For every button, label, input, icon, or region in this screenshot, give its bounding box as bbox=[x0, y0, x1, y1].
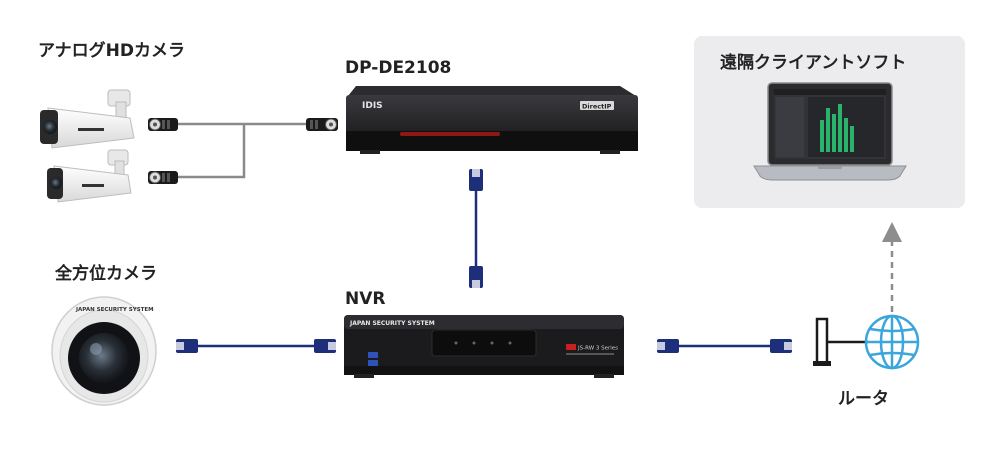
dvr-badge: DirectIP bbox=[582, 103, 612, 111]
rj45-connector-icon bbox=[314, 339, 336, 353]
analog-camera-label: アナログHDカメラ bbox=[38, 41, 185, 61]
nvr-label: NVR bbox=[345, 289, 386, 309]
dvr-logo: IDIS bbox=[362, 101, 383, 111]
arrow-up-icon bbox=[882, 222, 902, 312]
bnc-connector-icon bbox=[148, 118, 178, 131]
coax-cables bbox=[178, 122, 310, 179]
router-icon bbox=[813, 317, 868, 366]
bnc-connector-icon bbox=[148, 171, 178, 184]
bullet-camera-icon bbox=[40, 89, 135, 149]
lan-cable-dvr-nvr bbox=[469, 169, 483, 288]
fisheye-camera-label: 全方位カメラ bbox=[55, 264, 157, 284]
router-label: ルータ bbox=[838, 389, 889, 409]
rj45-connector-icon bbox=[176, 339, 198, 353]
dvr-device: IDIS DirectIP bbox=[346, 86, 638, 154]
nvr-device: JAPAN SECURITY SYSTEM JS-RW 3 Series bbox=[344, 315, 624, 378]
laptop-icon bbox=[753, 82, 907, 181]
bnc-connector-icon bbox=[306, 118, 338, 131]
rj45-connector-icon bbox=[770, 339, 792, 353]
lan-cable-fisheye-nvr bbox=[176, 339, 336, 353]
rj45-connector-icon bbox=[469, 266, 483, 288]
rj45-connector-icon bbox=[469, 169, 483, 191]
rj45-connector-icon bbox=[657, 339, 679, 353]
dvr-label: DP-DE2108 bbox=[345, 58, 452, 78]
nvr-badge: JS-RW 3 Series bbox=[577, 346, 618, 352]
fisheye-camera-icon: JAPAN SECURITY SYSTEM bbox=[51, 296, 157, 406]
svg-text:JAPAN SECURITY SYSTEM: JAPAN SECURITY SYSTEM bbox=[75, 307, 154, 313]
remote-client-label: 遠隔クライアントソフト bbox=[720, 53, 907, 73]
nvr-logo: JAPAN SECURITY SYSTEM bbox=[349, 320, 435, 327]
lan-cable-nvr-router bbox=[657, 339, 792, 353]
globe-icon bbox=[864, 314, 920, 370]
bullet-camera-icon bbox=[47, 149, 132, 203]
